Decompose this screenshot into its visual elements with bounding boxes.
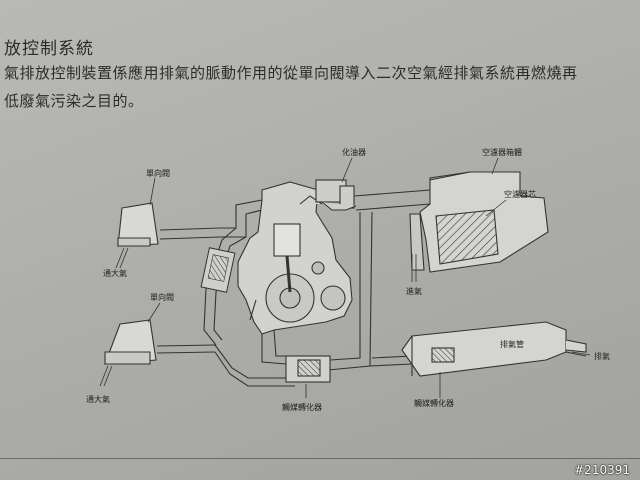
muffler xyxy=(401,321,587,377)
leader-exhaust-out xyxy=(571,351,591,356)
engine xyxy=(237,181,353,335)
label-reed-valve-top: 單向閥 xyxy=(146,168,170,178)
carburetor xyxy=(315,179,357,211)
reed-valve-bottom xyxy=(104,319,216,365)
label-reed-valve-bottom: 單向閥 xyxy=(150,292,174,302)
paragraph-line-2: 低廢氣污染之目的。 xyxy=(4,92,144,110)
label-carburetor: 化油器 xyxy=(342,147,366,157)
exhaust-pipe-front xyxy=(261,329,287,365)
section-heading: 放控制系統 xyxy=(4,39,94,59)
leader-reed-valve-top xyxy=(149,177,156,206)
leader-air-cleaner-case xyxy=(491,157,499,175)
reed-valve-top xyxy=(117,202,221,247)
air-cleaner-case xyxy=(409,171,549,273)
leader-carburetor xyxy=(341,157,353,183)
label-catalytic-converter-1: 觸媒轉化器 xyxy=(282,402,322,412)
label-air-cleaner-element: 空濾器芯 xyxy=(504,189,536,199)
label-to-atmosphere-top: 通大氣 xyxy=(103,268,127,278)
leader-air-cleaner-element xyxy=(485,199,507,217)
label-exhaust-pipe: 排氣管 xyxy=(500,339,524,349)
watermark: #210391 xyxy=(574,463,630,477)
leader-reed-valve-bottom xyxy=(147,302,161,323)
paragraph-line-1: 氣排放控制裝置係應用排氣的脈動作用的從單向閥導入二次空氣經排氣系統再燃燒再 xyxy=(4,64,578,82)
label-exhaust-out: 排氣 xyxy=(594,351,610,361)
footer-divider xyxy=(0,458,640,459)
label-air-cleaner-case: 空濾器箱體 xyxy=(482,147,522,157)
label-air-intake: 進氣 xyxy=(406,286,422,296)
leader-atmosphere-bottom xyxy=(99,365,109,387)
leader-atmosphere-top xyxy=(115,247,125,269)
vertical-air-pipe xyxy=(299,211,413,371)
label-to-atmosphere-bottom: 通大氣 xyxy=(86,394,110,404)
catalytic-converter-1 xyxy=(285,355,331,383)
reed-block-middle xyxy=(200,247,236,293)
label-catalytic-converter-2: 觸媒轉化器 xyxy=(414,398,454,408)
